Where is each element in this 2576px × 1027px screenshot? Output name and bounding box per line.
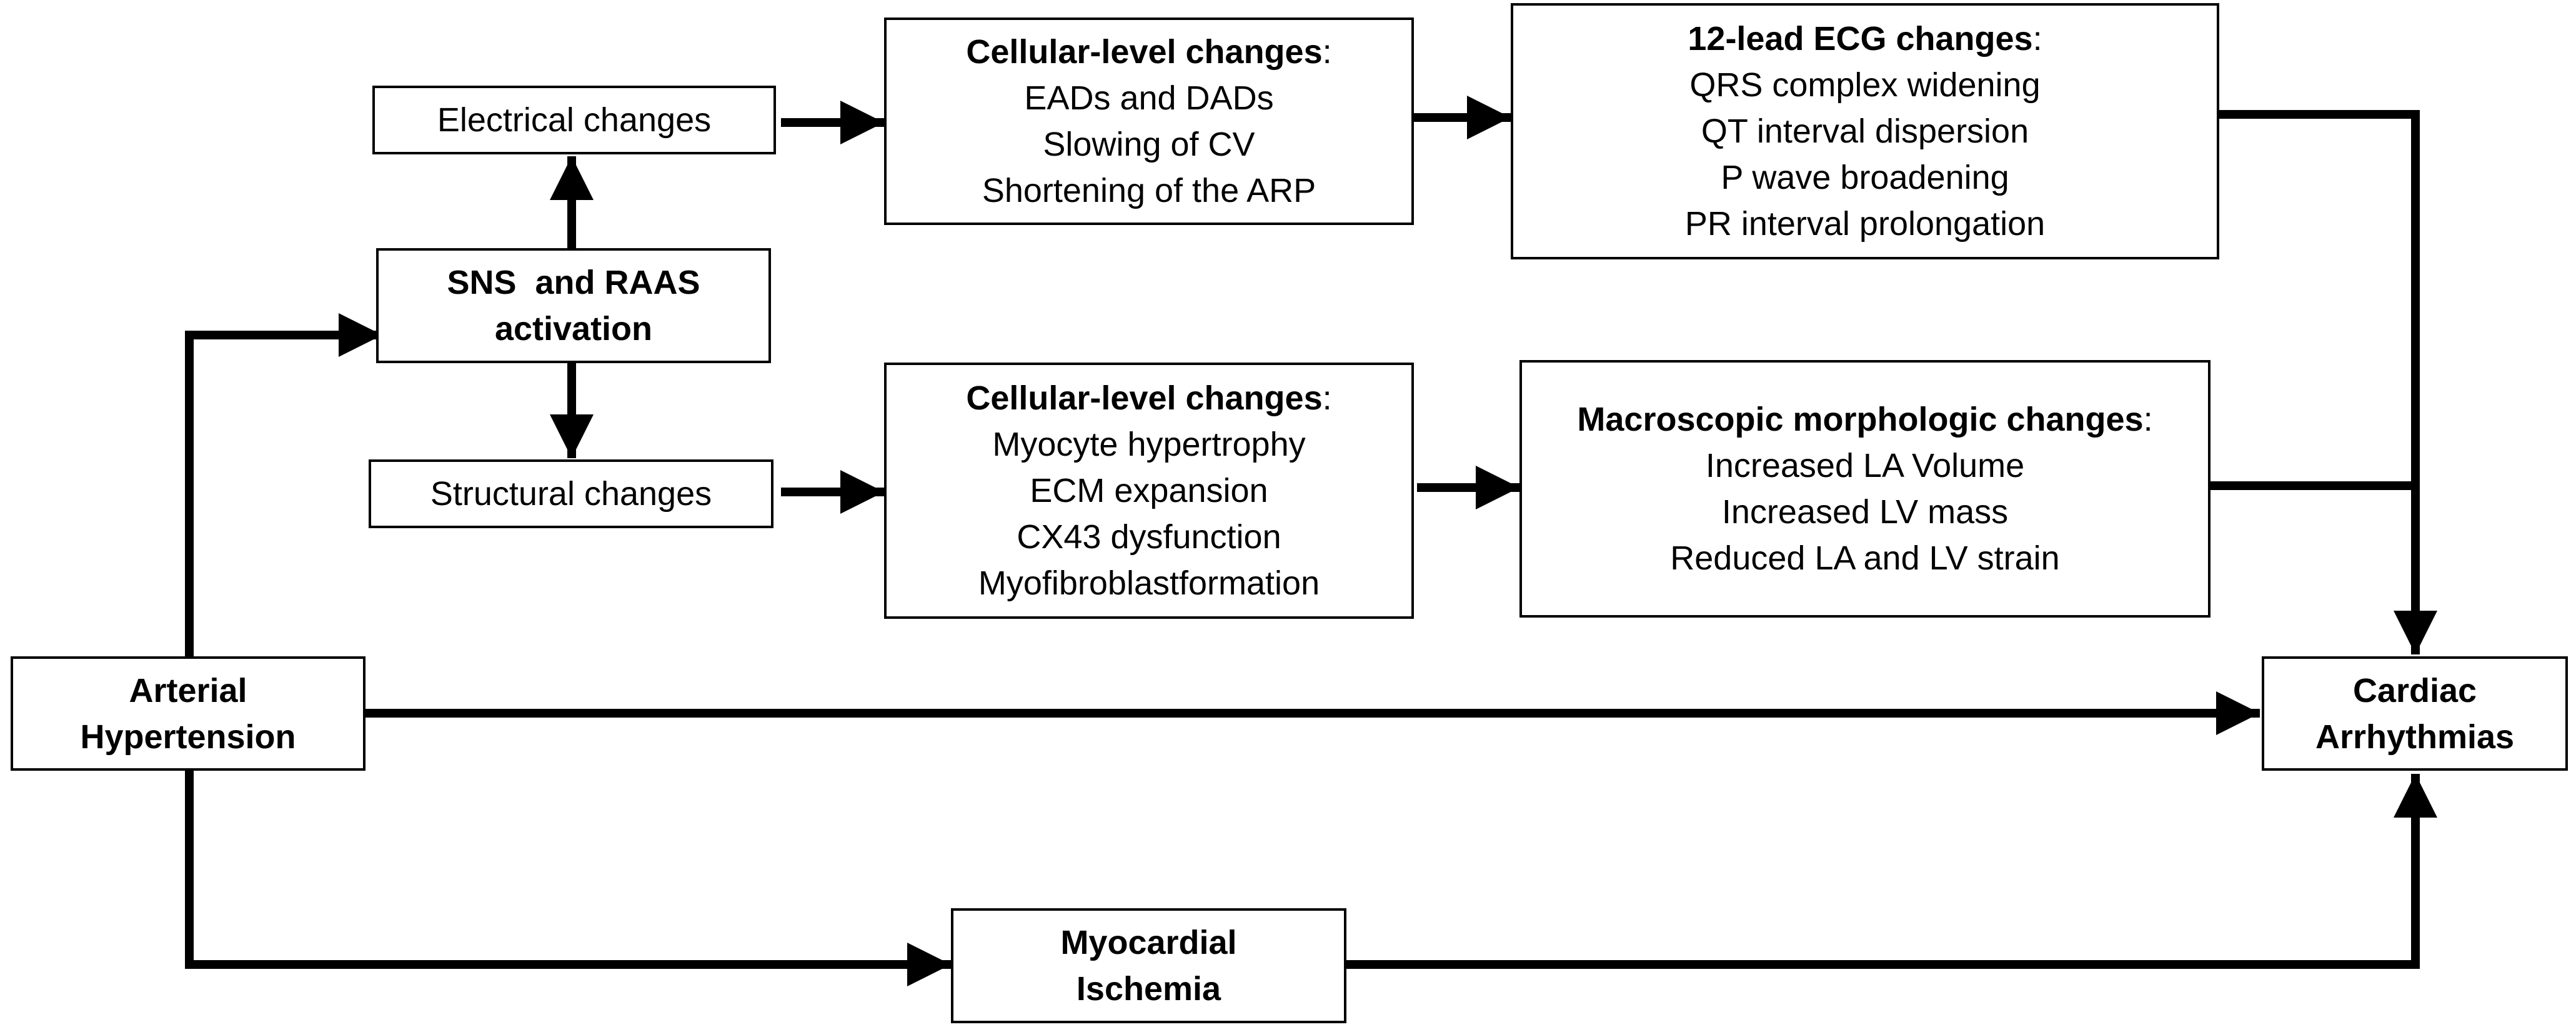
sns-raas-line-2: activation <box>494 310 653 348</box>
cardiac-arrhythmias-line-1: Cardiac <box>2352 671 2477 709</box>
arrow-hypertension-to-sns <box>185 313 382 656</box>
ecg-changes-title: 12-lead ECG changes: <box>1688 20 2042 58</box>
cellular-structural-item: CX43 dysfunction <box>1017 518 1281 556</box>
arrow-ecg-to-arrhythmias <box>2219 110 2437 654</box>
arterial-hypertension-box: Arterial Hypertension <box>11 656 366 771</box>
ecg-changes-item: PR interval prolongation <box>1684 205 2046 243</box>
myocardial-ischemia-box: Myocardial Ischemia <box>951 908 1346 1023</box>
ecg-changes-item: P wave broadening <box>1721 159 2009 196</box>
cellular-electrical-item: EADs and DADs <box>1024 79 1274 117</box>
myocardial-ischemia-line-1: Myocardial <box>1060 924 1237 961</box>
electrical-changes-box: Electrical changes <box>372 86 776 154</box>
ecg-changes-item: QRS complex widening <box>1689 66 2041 104</box>
structural-changes-box: Structural changes <box>369 459 773 528</box>
cellular-electrical-item: Slowing of CV <box>1043 126 1255 163</box>
cellular-electrical-box: Cellular-level changes: EADs and DADs Sl… <box>884 18 1414 225</box>
arterial-hypertension-line-2: Hypertension <box>80 718 296 756</box>
ecg-changes-box: 12-lead ECG changes: QRS complex widenin… <box>1511 3 2219 259</box>
macroscopic-changes-item: Increased LV mass <box>1721 493 2009 531</box>
cardiac-arrhythmias-line-2: Arrhythmias <box>2315 718 2515 756</box>
arterial-hypertension-line-1: Arterial <box>129 671 247 709</box>
macroscopic-changes-title: Macroscopic morphologic changes: <box>1577 401 2153 438</box>
macroscopic-changes-box: Macroscopic morphologic changes: Increas… <box>1519 360 2210 618</box>
arrow-hypertension-to-ischemia <box>185 770 951 986</box>
cellular-structural-item: Myocyte hypertrophy <box>992 426 1306 463</box>
ecg-changes-item: QT interval dispersion <box>1701 113 2029 150</box>
cellular-structural-box: Cellular-level changes: Myocyte hypertro… <box>884 363 1414 619</box>
cardiac-arrhythmias-box: Cardiac Arrhythmias <box>2262 656 2568 771</box>
arrow-ischemia-to-arrhythmias <box>1346 774 2437 969</box>
macroscopic-changes-item: Increased LA Volume <box>1705 447 2025 484</box>
sns-raas-line-1: SNS and RAAS <box>447 264 700 301</box>
electrical-changes-label: Electrical changes <box>437 101 712 139</box>
cellular-structural-title: Cellular-level changes: <box>966 379 1332 417</box>
myocardial-ischemia-line-2: Ischemia <box>1076 970 1221 1008</box>
structural-changes-label: Structural changes <box>430 475 712 513</box>
cellular-electrical-item: Shortening of the ARP <box>982 172 1316 209</box>
cellular-structural-item: Myofibroblastformation <box>978 564 1320 602</box>
macroscopic-changes-item: Reduced LA and LV strain <box>1670 539 2060 577</box>
cellular-structural-item: ECM expansion <box>1030 472 1268 509</box>
cellular-electrical-title: Cellular-level changes: <box>966 33 1332 71</box>
sns-raas-activation-box: SNS and RAAS activation <box>376 248 771 363</box>
